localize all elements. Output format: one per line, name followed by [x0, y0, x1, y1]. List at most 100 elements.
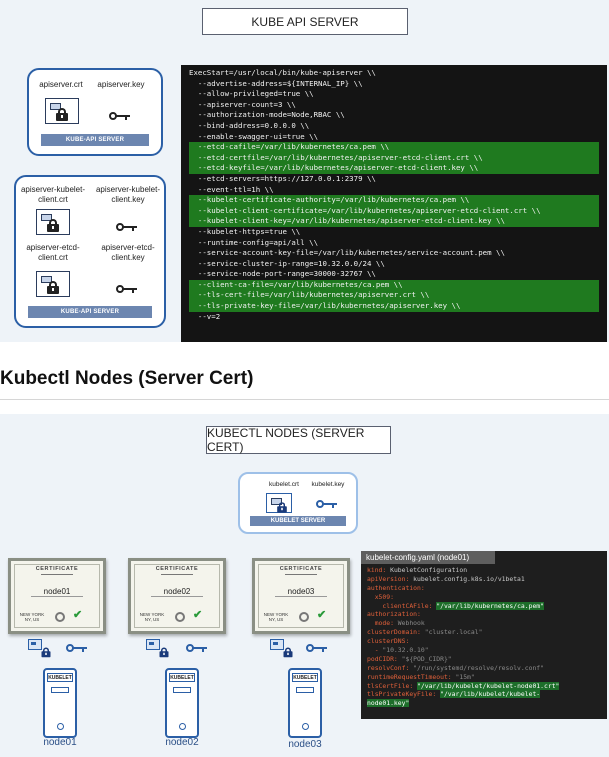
highlighted-code-line: --tls-cert-file=/var/lib/kubernetes/apis…	[189, 290, 599, 302]
yaml-token: kind:	[367, 566, 391, 574]
yaml-token: clusterDomain:	[367, 628, 425, 637]
code-line: --service-cluster-ip-range=10.32.0.0/24 …	[189, 258, 385, 268]
yaml-line: tlsPrivateKeyFile: "/var/lib/kubelet/kub…	[367, 690, 603, 699]
certificate-name: node02	[151, 587, 203, 597]
yaml-token: "cluster.local"	[424, 628, 483, 637]
code-line: --bind-address=0.0.0.0 \\	[189, 120, 310, 130]
kubelet-label: KUBELET	[47, 673, 73, 682]
kubelet-node: KUBELET	[288, 668, 322, 738]
node-name: node02	[165, 737, 199, 748]
certificate-heading: CERTIFICATE	[35, 566, 79, 572]
yaml-token: x509:	[367, 592, 394, 601]
yaml-line: podCIDR: "${POD_CIDR}"	[367, 655, 603, 664]
code-line: --advertise-address=${INTERNAL_IP} \\	[189, 78, 363, 88]
yaml-token: "/var/lib/kubelet/kubelet-node01.crt"	[417, 681, 560, 690]
key-icon	[109, 112, 131, 120]
code-line: --allow-privileged=true \\	[189, 89, 314, 99]
etcd-client-crt-label: apiserver-etcd- client.crt	[16, 243, 90, 263]
code-line: --apiserver-count=3 \\	[189, 99, 296, 109]
yaml-line: clientCAFile: "/var/lib/kubernetes/ca.pe…	[367, 601, 603, 611]
code-line: --event-ttl=1h \\	[189, 184, 274, 194]
yaml-file-title: kubelet-config.yaml (node01)	[361, 551, 495, 564]
label-line: client.crt	[38, 195, 68, 204]
highlighted-code-line: --tls-private-key-file=/var/lib/kubernet…	[189, 301, 599, 312]
yaml-line: x509:	[367, 593, 603, 602]
seal-icon	[55, 612, 65, 622]
code-line: --service-node-port-range=30000-32767 \\	[189, 269, 376, 279]
key-icon	[186, 644, 208, 652]
key-icon	[306, 644, 328, 652]
yaml-token: tlsPrivateKeyFile:	[367, 690, 441, 699]
yaml-token: clusterDNS:	[367, 637, 410, 646]
yaml-token: -	[367, 646, 383, 655]
label-line: apiserver-etcd-	[101, 243, 155, 252]
kubelet-client-crt-label: apiserver-kubelet- client.crt	[16, 185, 90, 205]
label-line: client.key	[111, 253, 145, 262]
node-name: node03	[288, 739, 322, 750]
kubectl-nodes-slide: KUBECTL NODES (SERVER CERT) kubelet.crt …	[0, 414, 609, 757]
section-heading: Kubectl Nodes (Server Cert)	[0, 368, 254, 389]
highlighted-code-line: --etcd-certfile=/var/lib/kubernetes/apis…	[189, 152, 599, 164]
yaml-line: authentication:	[367, 584, 603, 593]
kubelet-crt-label: kubelet.crt	[269, 481, 299, 488]
label-line: apiserver-kubelet-	[95, 185, 161, 194]
server-footer: KUBELET SERVER	[250, 516, 346, 526]
code-line: --etcd-servers=https://127.0.0.1:2379 \\	[189, 173, 376, 183]
checkmark-icon: ✔	[73, 609, 83, 621]
lock-icon	[47, 281, 59, 294]
highlighted-code-line: --etcd-cafile=/var/lib/kubernetes/ca.pem…	[189, 142, 599, 153]
highlighted-code-line: --kubelet-client-key=/var/lib/kubernetes…	[189, 216, 599, 227]
lock-icon	[159, 647, 169, 658]
kubelet-client-key-label: apiserver-kubelet- client.key	[90, 185, 166, 205]
label-line: apiserver-kubelet-	[20, 185, 86, 194]
key-icon	[66, 644, 88, 652]
yaml-token: Webhook	[397, 619, 425, 628]
highlighted-code-line: --client-ca-file=/var/lib/kubernetes/ca.…	[189, 279, 599, 291]
apiserver-key-label: apiserver.key	[97, 80, 145, 89]
checkmark-icon: ✔	[193, 609, 203, 621]
key-icon	[316, 500, 338, 508]
kubelet-key-label: kubelet.key	[311, 481, 345, 488]
certificate-icon	[28, 639, 42, 650]
checkmark-icon: ✔	[317, 609, 327, 621]
yaml-token: "/var/lib/kubelet/kubelet-	[440, 690, 541, 699]
kubelet-server-box: kubelet.crt kubelet.key KUBELET SERVER	[238, 472, 358, 534]
apiserver-crt-label: apiserver.crt	[39, 80, 83, 89]
label-line: client.crt	[38, 253, 68, 262]
apiserver-client-cert-box: apiserver-kubelet- client.crt apiserver-…	[14, 175, 166, 328]
code-line: --runtime-config=api/all \\	[189, 237, 319, 247]
kube-apiserver-service-terminal: ExecStart=/usr/local/bin/kube-apiserver …	[181, 65, 607, 342]
kubelet-label: KUBELET	[292, 673, 318, 682]
yaml-token: clientCAFile:	[367, 601, 437, 610]
seal-icon	[299, 612, 309, 622]
yaml-token: node01.key"	[367, 699, 410, 708]
key-icon	[116, 223, 138, 231]
yaml-line: runtimeRequestTimeout: "15m"	[367, 673, 603, 682]
server-footer: KUBE-API SERVER	[41, 134, 149, 146]
highlighted-code-line: --kubelet-client-certificate=/var/lib/ku…	[189, 205, 599, 217]
kubelet-node: KUBELET	[165, 668, 199, 738]
seal-icon	[175, 612, 185, 622]
slide-title: KUBECTL NODES (SERVER CERT)	[206, 426, 391, 454]
yaml-token: "/run/systemd/resolve/resolv.conf"	[413, 663, 544, 672]
code-line: --authorization-mode=Node,RBAC \\	[189, 110, 345, 120]
certificate-icon	[146, 639, 160, 650]
slide-title: KUBE API SERVER	[202, 8, 408, 35]
yaml-line: authorization:	[367, 610, 603, 619]
node-name: node01	[43, 737, 77, 748]
certificate-heading: CERTIFICATE	[155, 566, 199, 572]
yaml-token: mode:	[367, 619, 398, 628]
yaml-line: clusterDomain: "cluster.local"	[367, 628, 603, 637]
yaml-token: "/var/lib/kubernetes/ca.pem"	[436, 601, 544, 610]
yaml-line: resolvConf: "/run/systemd/resolve/resolv…	[367, 664, 603, 673]
server-footer: KUBE-API SERVER	[28, 306, 152, 318]
key-icon	[116, 285, 138, 293]
certificate-name: node03	[275, 587, 327, 597]
certificate-name: node01	[31, 587, 83, 597]
yaml-line: node01.key"	[367, 699, 603, 708]
